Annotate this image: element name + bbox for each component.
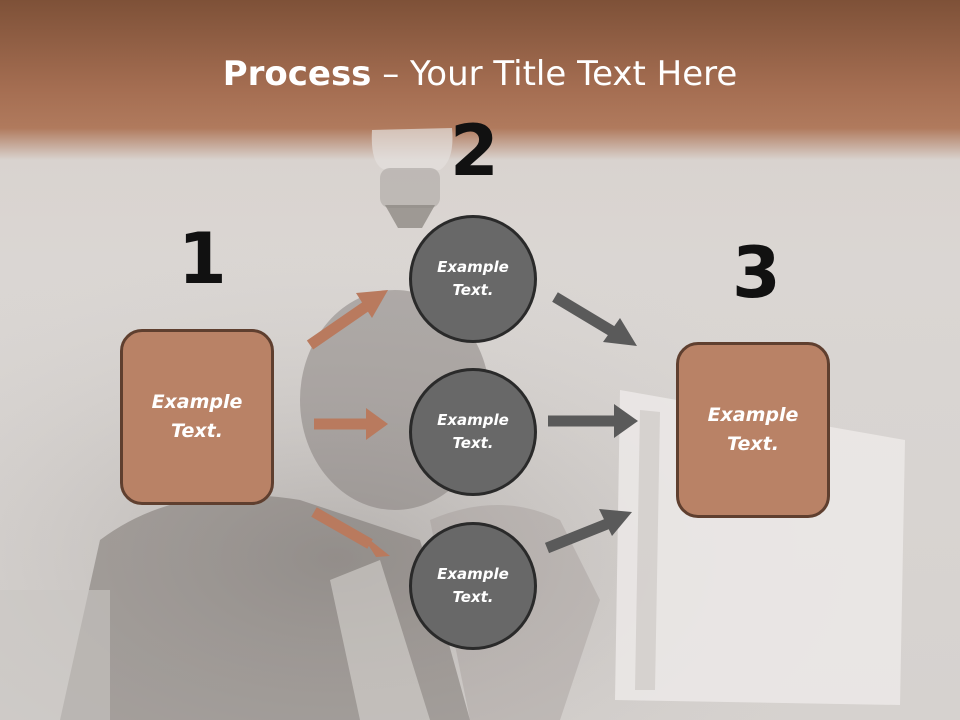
title-bold: Process	[222, 54, 372, 94]
step-2-circle-bottom: Example Text.	[409, 522, 537, 650]
step-1-text: Example Text.	[151, 391, 243, 442]
step-number-1: 1	[178, 218, 227, 300]
arrow-1-to-middle	[314, 408, 388, 440]
title-rest: – Your Title Text Here	[371, 54, 738, 94]
step-2-circle-middle: Example Text.	[409, 368, 537, 496]
step-3-box: Example Text.	[676, 342, 830, 518]
arrow-1-to-top	[306, 290, 388, 350]
arrow-middle-to-3	[548, 404, 638, 438]
step-2-circle-top: Example Text.	[409, 215, 537, 343]
arrow-bottom-to-3	[544, 509, 632, 554]
arrow-1-to-bottom	[311, 507, 390, 557]
circle-bottom-text: Example Text.	[437, 565, 509, 606]
step-3-text: Example Text.	[707, 404, 799, 455]
step-number-2: 2	[450, 110, 499, 192]
arrow-top-to-3	[552, 292, 637, 346]
step-number-3: 3	[732, 232, 781, 314]
slide-title: Process – Your Title Text Here	[0, 52, 960, 96]
step-1-box: Example Text.	[120, 329, 274, 505]
circle-top-text: Example Text.	[437, 258, 509, 299]
circle-middle-text: Example Text.	[437, 411, 509, 452]
